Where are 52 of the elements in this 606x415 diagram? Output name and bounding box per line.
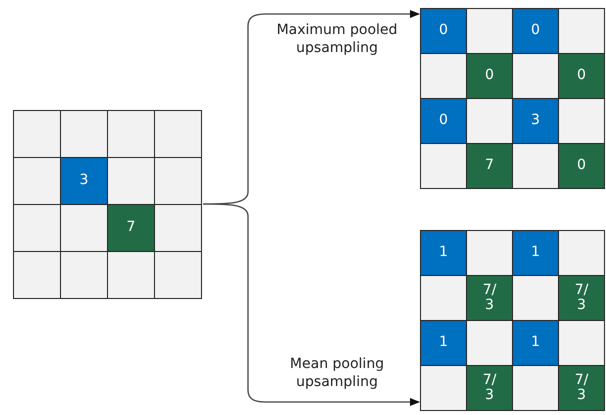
- value-cell: 1: [420, 230, 467, 276]
- value-cell: 7/3: [558, 275, 605, 321]
- grid-cell: [420, 53, 467, 99]
- value-cell: 7/3: [558, 365, 605, 411]
- grid-cell: [60, 110, 108, 158]
- grid-cell: [60, 251, 108, 299]
- value-cell: 1: [512, 320, 559, 366]
- grid-cell: [107, 251, 155, 299]
- value-cell: 7: [466, 143, 513, 189]
- grid-cell: [420, 365, 467, 411]
- value-cell: 3: [60, 157, 108, 205]
- grid: [420, 8, 605, 189]
- value-cell: 7/3: [466, 365, 513, 411]
- grid-cell: [420, 275, 467, 321]
- grid-cell: [512, 275, 559, 321]
- grid-cell: [13, 204, 61, 252]
- value-cell: 0: [558, 143, 605, 189]
- value-cell: 0: [420, 98, 467, 144]
- grid-cell: [154, 251, 202, 299]
- grid-cell: [558, 230, 605, 276]
- grid-cell: [466, 230, 513, 276]
- grid-cell: [558, 8, 605, 54]
- value-cell: 3: [512, 98, 559, 144]
- value-cell: 0: [512, 8, 559, 54]
- grid-cell: [420, 143, 467, 189]
- grid-cell: [512, 143, 559, 189]
- grid-cell: [154, 110, 202, 158]
- grid-cell: [512, 365, 559, 411]
- grid-cell: [512, 53, 559, 99]
- grid-cell: [558, 320, 605, 366]
- value-cell: 1: [512, 230, 559, 276]
- grid-cell: [558, 98, 605, 144]
- grid-cell: [466, 98, 513, 144]
- grid-cell: [60, 204, 108, 252]
- grid-cell: [154, 157, 202, 205]
- value-cell: 0: [420, 8, 467, 54]
- value-cell: 7: [107, 204, 155, 252]
- grid-cell: [466, 320, 513, 366]
- grid-cell: [13, 110, 61, 158]
- grid: [13, 110, 202, 299]
- grid-cell: [107, 157, 155, 205]
- value-cell: 0: [558, 53, 605, 99]
- grid-cell: [13, 251, 61, 299]
- value-cell: 0: [466, 53, 513, 99]
- grid-cell: [13, 157, 61, 205]
- grid-cell: [107, 110, 155, 158]
- grid-cell: [466, 8, 513, 54]
- bracket-arrow: [203, 203, 420, 406]
- value-cell: 7/3: [466, 275, 513, 321]
- grid: [420, 230, 605, 411]
- value-cell: 1: [420, 320, 467, 366]
- grid-cell: [154, 204, 202, 252]
